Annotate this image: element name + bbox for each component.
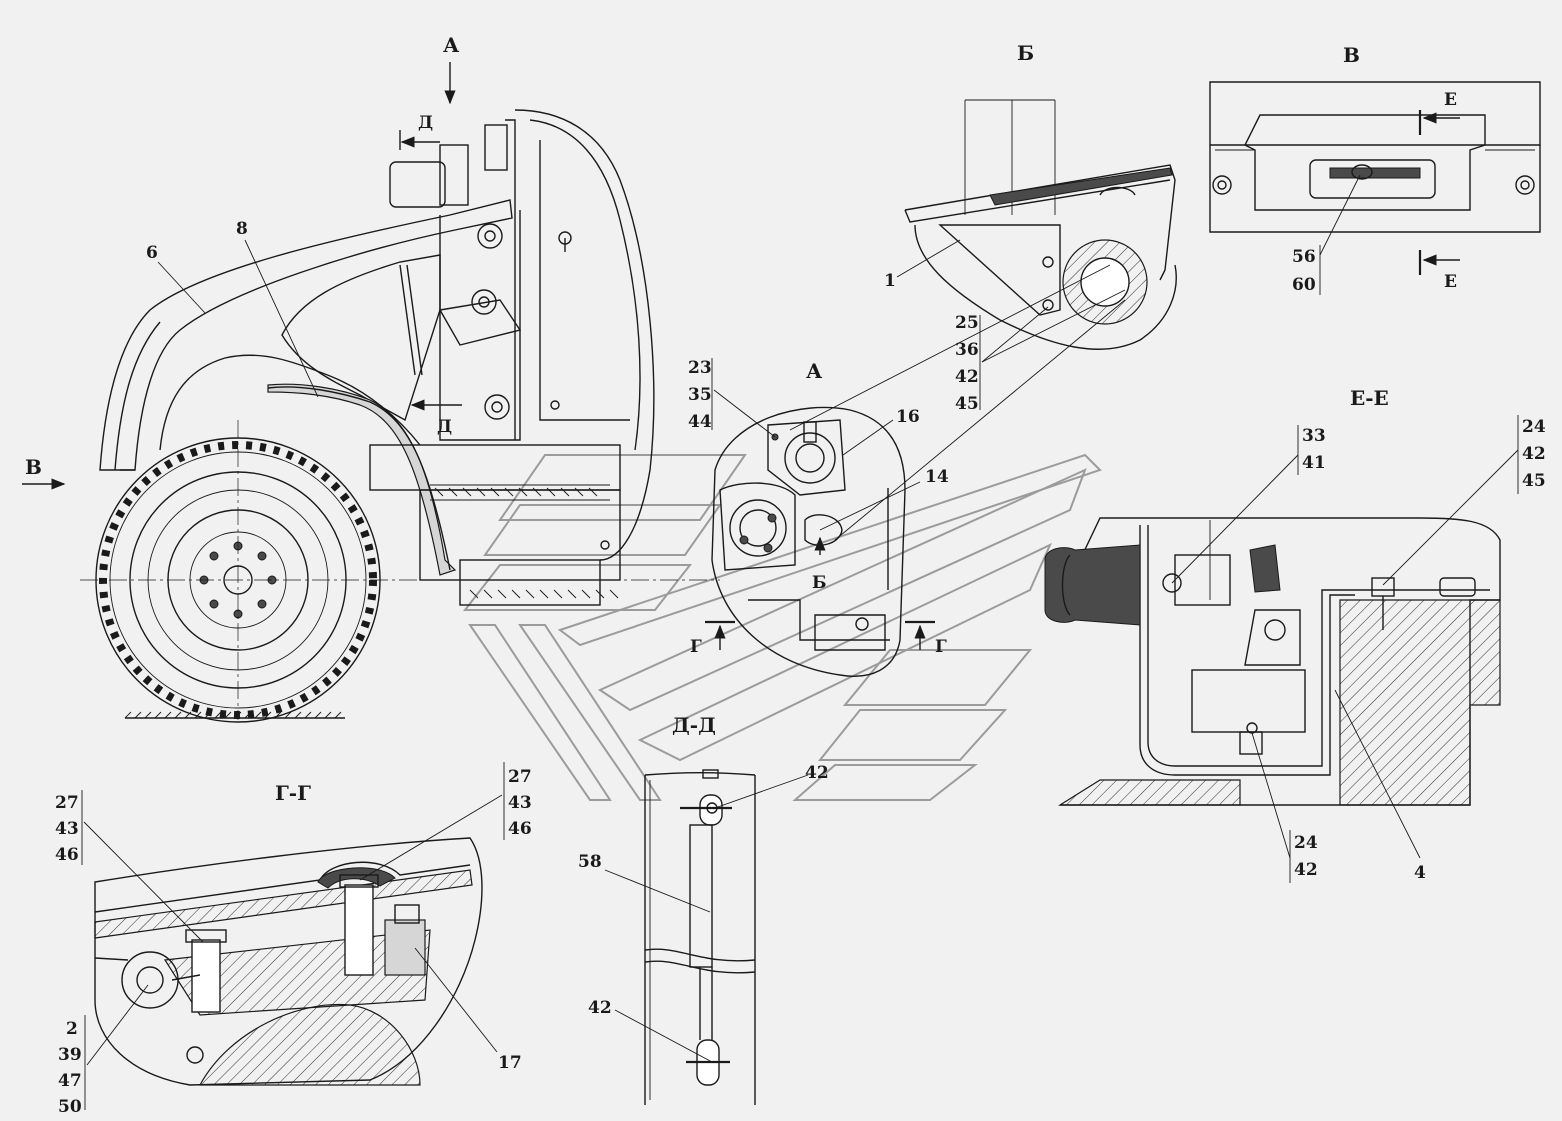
callout-stack-24-42: 24 42 — [1294, 833, 1318, 880]
svg-text:46: 46 — [508, 819, 532, 839]
svg-text:46: 46 — [55, 845, 79, 865]
callout-stack-25-36-42-45: 25 36 42 45 — [955, 313, 979, 414]
callout-16: 16 — [896, 407, 920, 427]
view-b-detail — [904, 99, 1177, 350]
section-title-gg: Г-Г — [275, 781, 311, 805]
view-marker-d-upper: Д — [418, 113, 433, 133]
callout-stack-23-35-44: 23 35 44 — [688, 358, 712, 432]
svg-text:42: 42 — [1522, 444, 1546, 464]
callout-stack-2-39-47-50: 2 39 47 50 — [58, 1019, 82, 1117]
tractor-side-view — [80, 109, 720, 723]
view-v-detail — [1209, 81, 1541, 233]
svg-text:35: 35 — [688, 385, 712, 405]
svg-text:47: 47 — [58, 1071, 82, 1091]
svg-text:42: 42 — [955, 367, 979, 387]
section-marker-g-left: Г — [690, 637, 702, 657]
view-title-b: Б — [1017, 41, 1034, 65]
svg-text:42: 42 — [1294, 860, 1318, 880]
callout-8: 8 — [236, 219, 248, 239]
view-marker-a: А — [443, 33, 460, 57]
svg-text:23: 23 — [688, 358, 712, 378]
callout-stack-27-43-46-left: 27 43 46 — [55, 793, 79, 865]
svg-text:43: 43 — [508, 793, 532, 813]
svg-text:27: 27 — [508, 767, 532, 787]
svg-text:43: 43 — [55, 819, 79, 839]
watermark-logo — [462, 453, 1102, 801]
svg-text:50: 50 — [58, 1097, 82, 1117]
svg-text:45: 45 — [955, 394, 979, 414]
svg-text:36: 36 — [955, 340, 979, 360]
callout-58: 58 — [578, 852, 602, 872]
view-arrows — [22, 62, 462, 490]
detail-a — [711, 406, 906, 677]
callout-4: 4 — [1414, 863, 1426, 883]
svg-text:27: 27 — [55, 793, 79, 813]
callout-stack-27-43-46-right: 27 43 46 — [508, 767, 532, 839]
section-title-dd: Д-Д — [672, 713, 716, 737]
callout-42-upper: 42 — [805, 763, 829, 783]
view-marker-d-lower: Д — [437, 417, 452, 437]
svg-text:44: 44 — [688, 412, 712, 432]
svg-text:41: 41 — [1302, 453, 1326, 473]
svg-text:39: 39 — [58, 1045, 82, 1065]
callout-stack-56-60: 56 60 — [1292, 247, 1316, 295]
section-marker-g-right: Г — [935, 637, 947, 657]
section-marker-e-lower: Е — [1444, 272, 1457, 292]
svg-text:2: 2 — [66, 1019, 78, 1039]
callout-1: 1 — [884, 271, 896, 291]
callout-42-lower: 42 — [588, 998, 612, 1018]
svg-text:25: 25 — [955, 313, 979, 333]
callout-14: 14 — [925, 467, 949, 487]
svg-text:56: 56 — [1292, 247, 1316, 267]
view-title-a-detail: А — [806, 359, 823, 383]
svg-text:33: 33 — [1302, 426, 1326, 446]
svg-text:24: 24 — [1294, 833, 1318, 853]
section-dd-detail — [644, 769, 756, 1105]
svg-text:45: 45 — [1522, 471, 1546, 491]
view-title-v: В — [1343, 43, 1360, 67]
svg-text:24: 24 — [1522, 417, 1546, 437]
callout-stack-33-41: 33 41 — [1302, 426, 1326, 473]
section-gg-detail — [94, 837, 483, 1086]
view-marker-b: Б — [812, 573, 827, 593]
svg-text:60: 60 — [1292, 275, 1316, 295]
view-marker-v: В — [25, 455, 42, 479]
section-title-ee: Е-Е — [1350, 386, 1389, 410]
section-marker-e-upper: Е — [1444, 90, 1457, 110]
callout-stack-24-42-45: 24 42 45 — [1522, 417, 1546, 491]
section-ee-detail — [1044, 517, 1501, 806]
callout-17: 17 — [498, 1053, 522, 1073]
callout-6: 6 — [146, 243, 158, 263]
